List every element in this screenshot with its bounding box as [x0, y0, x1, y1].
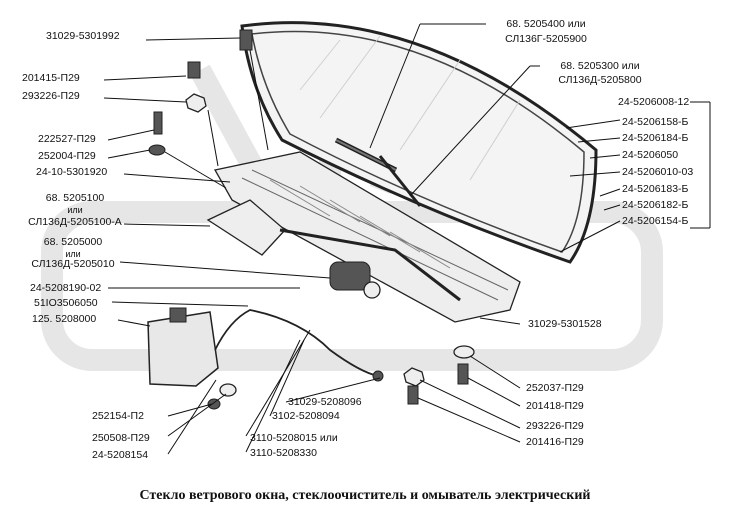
label-3102-5208094: 3102-5208094	[272, 410, 340, 422]
label-51io3506050: 51ІО3506050	[34, 297, 98, 309]
label-3110-5208330: 3110-5208330	[250, 447, 317, 459]
wiper-assembly	[334, 137, 422, 207]
label-24-5206050: 24-5206050	[622, 149, 679, 161]
figure-caption: Стекло ветрового окна, стеклоочиститель …	[139, 488, 591, 503]
label-31029-5208096: 31029-5208096	[288, 396, 362, 408]
label-24-5206154-b: 24-5206154-Б	[622, 215, 689, 227]
label-24-5208190-02: 24-5208190-02	[30, 282, 102, 294]
label-sl136g-5205900: СЛ136Г-5205900	[505, 33, 587, 45]
label-252004-p29: 252004-П29	[38, 150, 96, 162]
label-31029-5301528: 31029-5301528	[528, 318, 602, 330]
label-68-5205400: 68. 5205400 или	[506, 18, 586, 30]
label-24-5206182-b: 24-5206182-Б	[622, 199, 689, 211]
label-68-5205000: 68. 5205000	[43, 236, 103, 248]
label-or-2: или	[65, 249, 81, 259]
label-201416-p29: 201416-П29	[526, 436, 584, 448]
label-24-10-5301920: 24-10-5301920	[36, 166, 108, 178]
label-68-5205300: 68. 5205300 или	[560, 60, 640, 72]
washer-reservoir	[147, 307, 384, 387]
label-293226-p29-right: 293226-П29	[526, 420, 584, 432]
label-3110-5208015: 3110-5208015 или	[250, 432, 338, 444]
label-sl136d-5205100-a: СЛ136Д-5205100-А	[28, 216, 122, 228]
wiper-motor	[206, 199, 461, 302]
label-252037-p29: 252037-П29	[526, 382, 584, 394]
label-293226-p29-left: 293226-П29	[22, 90, 80, 102]
label-24-5206184-b: 24-5206184-Б	[622, 132, 689, 144]
label-68-5205100: 68. 5205100	[45, 192, 105, 204]
label-201418-p29: 201418-П29	[526, 400, 584, 412]
label-24-5206010-03: 24-5206010-03	[622, 166, 694, 178]
leader-lines	[103, 23, 711, 455]
cowl-panel	[213, 151, 521, 323]
windshield-glass	[240, 21, 598, 264]
label-222527-p29: 222527-П29	[38, 133, 96, 145]
label-250508-p29: 250508-П29	[92, 432, 150, 444]
hardware-items	[148, 29, 475, 410]
label-sl136d-5205800: СЛ136Д-5205800	[558, 74, 642, 86]
label-201415-p29: 201415-П29	[22, 72, 80, 84]
label-125-5208000: 125. 5208000	[32, 313, 97, 325]
label-24-5208154: 24-5208154	[92, 449, 149, 461]
label-24-5206008-12: 24-5206008-12	[618, 96, 690, 108]
label-252154-p2: 252154-П2	[92, 410, 144, 422]
label-sl136d-5205010: СЛ136Д-5205010	[31, 258, 115, 270]
label-31029-5301992: 31029-5301992	[46, 30, 120, 42]
label-24-5206158-b: 24-5206158-Б	[622, 116, 689, 128]
label-24-5206183-b: 24-5206183-Б	[622, 183, 689, 195]
label-or-1: или	[67, 205, 83, 215]
